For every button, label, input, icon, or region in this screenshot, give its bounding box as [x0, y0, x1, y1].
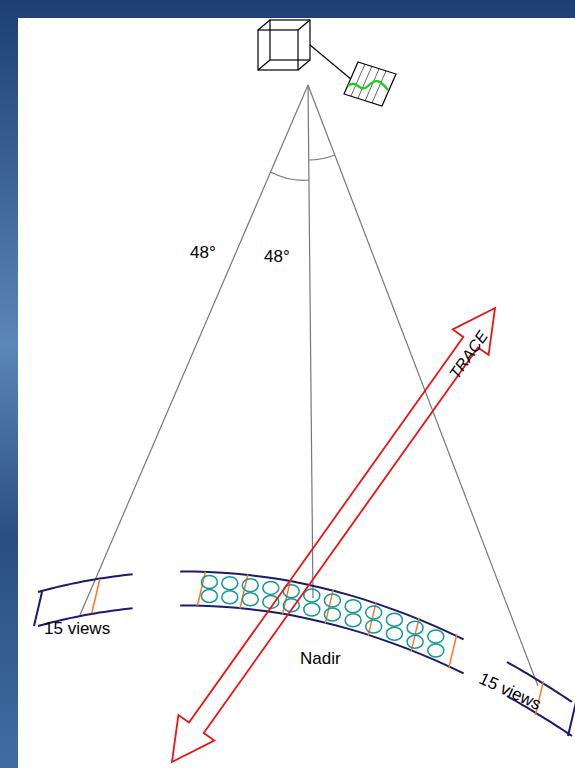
footprint: [263, 581, 279, 594]
trace-arrow: [172, 308, 495, 762]
footprint: [242, 579, 258, 592]
footprint: [345, 600, 361, 613]
swath-band: [34, 572, 575, 736]
footprint: [304, 589, 320, 602]
footprint: [386, 627, 402, 640]
footprint: [407, 635, 423, 648]
trace-arrow-outline: [172, 308, 495, 762]
footprint: [324, 608, 340, 621]
swath-edge: [38, 574, 133, 592]
footprint: [345, 614, 361, 627]
angle-label: 48°: [188, 244, 218, 263]
footprint: [366, 620, 382, 633]
scan-divider: [92, 579, 100, 613]
footprint: [222, 577, 238, 590]
view-line: [80, 85, 538, 686]
scan-divider: [449, 634, 457, 668]
footprint: [324, 594, 340, 607]
views-label: 15 views: [42, 620, 112, 639]
footprint: [201, 576, 217, 589]
footprint: [386, 613, 402, 626]
swath-edge: [180, 572, 463, 640]
nadir-label: Nadir: [298, 650, 343, 669]
scan-divider: [568, 702, 575, 736]
footprint: [366, 606, 382, 619]
angle-label: 48°: [262, 248, 292, 267]
scan-divider: [34, 592, 42, 626]
white-panel: [18, 18, 575, 768]
swath-edge: [180, 606, 463, 674]
solar-panel: [344, 62, 396, 106]
satellite-body: [258, 20, 352, 80]
footprint: [428, 630, 444, 643]
footprint: [428, 644, 444, 657]
footprint: [242, 593, 258, 606]
footprint: [201, 590, 217, 603]
footprint: [304, 603, 320, 616]
footprint: [407, 621, 423, 634]
footprint: [222, 591, 238, 604]
